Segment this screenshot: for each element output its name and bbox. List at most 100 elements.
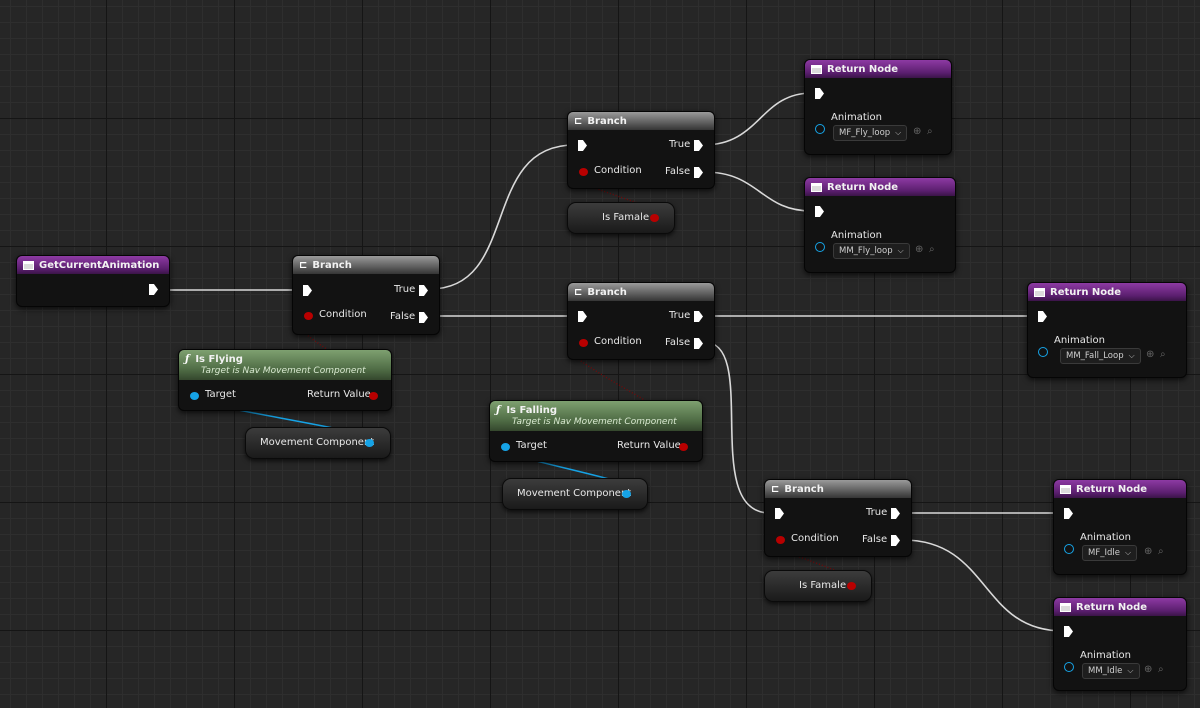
target-label: Target	[516, 440, 547, 451]
branch-node-2[interactable]: ⊏ Branch True Condition False	[567, 111, 715, 189]
animation-label: Animation	[1054, 335, 1105, 346]
exec-in-pin[interactable]	[815, 206, 824, 217]
condition-label: Condition	[594, 336, 642, 347]
exec-in-pin[interactable]	[815, 88, 824, 99]
false-label: False	[665, 166, 691, 177]
return-node-mm-fly[interactable]: Return Node Animation MM_Fly_loop⌵ ⊕ ⌕	[804, 177, 956, 273]
node-title: Branch	[312, 259, 352, 271]
exec-in-pin[interactable]	[1064, 626, 1073, 637]
return-node-mf-idle[interactable]: Return Node Animation MF_Idle⌵ ⊕ ⌕	[1053, 479, 1187, 575]
false-pin[interactable]	[694, 338, 703, 349]
movement-component-variable[interactable]: Movement Component	[245, 427, 391, 459]
animation-dropdown[interactable]: MF_Idle⌵	[1082, 545, 1138, 561]
chevron-down-icon: ⌵	[897, 246, 904, 255]
exec-in-pin[interactable]	[1064, 508, 1073, 519]
node-title: GetCurrentAnimation	[39, 259, 160, 271]
true-label: True	[669, 139, 691, 150]
false-pin[interactable]	[891, 535, 900, 546]
exec-in-pin[interactable]	[578, 311, 587, 322]
browse-icon[interactable]: ⌕	[1160, 349, 1166, 360]
exec-in-pin[interactable]	[578, 140, 587, 151]
get-current-animation-node[interactable]: GetCurrentAnimation	[16, 255, 170, 307]
browse-icon[interactable]: ⌕	[1158, 546, 1164, 557]
false-pin[interactable]	[419, 312, 428, 323]
return-node-mm-idle[interactable]: Return Node Animation MM_Idle⌵ ⊕ ⌕	[1053, 597, 1187, 691]
node-title: Return Node	[1076, 483, 1148, 495]
return-node-icon	[1034, 287, 1045, 297]
use-selected-icon[interactable]: ⊕	[1144, 664, 1153, 675]
movement-component-pin[interactable]	[365, 439, 374, 447]
return-value-pin[interactable]	[679, 443, 688, 451]
use-selected-icon[interactable]: ⊕	[915, 244, 924, 255]
movement-component-pin[interactable]	[622, 490, 631, 498]
exec-in-pin[interactable]	[1038, 311, 1047, 322]
true-pin[interactable]	[694, 311, 703, 322]
animation-dropdown[interactable]: MF_Fly_loop⌵	[833, 125, 908, 141]
animation-pin[interactable]	[815, 242, 825, 252]
branch-node-1[interactable]: ⊏Branch True Condition False	[292, 255, 440, 335]
browse-icon[interactable]: ⌕	[1158, 664, 1164, 675]
animation-dropdown[interactable]: MM_Idle⌵	[1082, 663, 1140, 679]
animation-pin[interactable]	[1038, 347, 1048, 357]
variable-label: Movement Component	[260, 437, 375, 448]
chevron-down-icon: ⌵	[1128, 351, 1135, 360]
node-subtitle: Target is Nav Movement Component	[201, 366, 366, 376]
exec-out-pin[interactable]	[149, 284, 158, 295]
condition-label: Condition	[594, 165, 642, 176]
true-pin[interactable]	[891, 508, 900, 519]
return-node-mm-fall[interactable]: Return Node Animation MM_Fall_Loop⌵ ⊕ ⌕	[1027, 282, 1187, 378]
exec-wire	[703, 92, 813, 146]
exec-wire	[429, 144, 575, 290]
true-label: True	[866, 507, 888, 518]
branch-node-3[interactable]: ⊏Branch True Condition False	[567, 282, 715, 360]
branch-icon: ⊏	[574, 286, 583, 298]
false-pin[interactable]	[694, 167, 703, 178]
return-value-pin[interactable]	[369, 392, 378, 400]
use-selected-icon[interactable]: ⊕	[1146, 349, 1155, 360]
condition-pin[interactable]	[776, 536, 785, 544]
target-pin[interactable]	[501, 443, 510, 451]
node-title: Is Flying	[195, 354, 243, 365]
animation-dropdown[interactable]: MM_Fly_loop⌵	[833, 243, 910, 259]
variable-label: Is Famale	[799, 580, 847, 591]
is-famale-pin[interactable]	[847, 582, 856, 590]
use-selected-icon[interactable]: ⊕	[1144, 546, 1153, 557]
condition-label: Condition	[319, 309, 367, 320]
condition-pin[interactable]	[579, 168, 588, 176]
animation-pin[interactable]	[815, 124, 825, 134]
browse-icon[interactable]: ⌕	[929, 244, 935, 255]
condition-pin[interactable]	[304, 312, 313, 320]
function-entry-icon	[23, 260, 34, 270]
target-pin[interactable]	[190, 392, 199, 400]
use-selected-icon[interactable]: ⊕	[913, 126, 922, 137]
function-icon: ƒ	[185, 354, 190, 365]
condition-pin[interactable]	[579, 339, 588, 347]
function-icon: ƒ	[496, 405, 501, 416]
false-label: False	[390, 311, 416, 322]
return-node-icon	[1060, 484, 1071, 494]
return-value-label: Return Value	[307, 389, 371, 400]
animation-dropdown[interactable]: MM_Fall_Loop⌵	[1060, 348, 1141, 364]
exec-in-pin[interactable]	[303, 285, 312, 296]
true-pin[interactable]	[694, 140, 703, 151]
is-famale-variable[interactable]: Is Famale	[567, 202, 675, 234]
return-node-mf-fly[interactable]: Return Node Animation MF_Fly_loop⌵ ⊕ ⌕	[804, 59, 952, 155]
animation-pin[interactable]	[1064, 544, 1074, 554]
true-pin[interactable]	[419, 285, 428, 296]
node-title: Return Node	[1076, 601, 1148, 613]
browse-icon[interactable]: ⌕	[927, 126, 933, 137]
node-title: Branch	[587, 115, 627, 127]
variable-label: Movement Component	[517, 488, 632, 499]
branch-icon: ⊏	[574, 115, 583, 127]
condition-label: Condition	[791, 533, 839, 544]
animation-pin[interactable]	[1064, 662, 1074, 672]
exec-wire	[902, 539, 1064, 632]
movement-component-variable[interactable]: Movement Component	[502, 478, 648, 510]
node-title: Return Node	[827, 63, 899, 75]
is-famale-variable[interactable]: Is Famale	[764, 570, 872, 602]
branch-node-4[interactable]: ⊏Branch True Condition False	[764, 479, 912, 557]
exec-in-pin[interactable]	[775, 508, 784, 519]
is-famale-pin[interactable]	[650, 214, 659, 222]
